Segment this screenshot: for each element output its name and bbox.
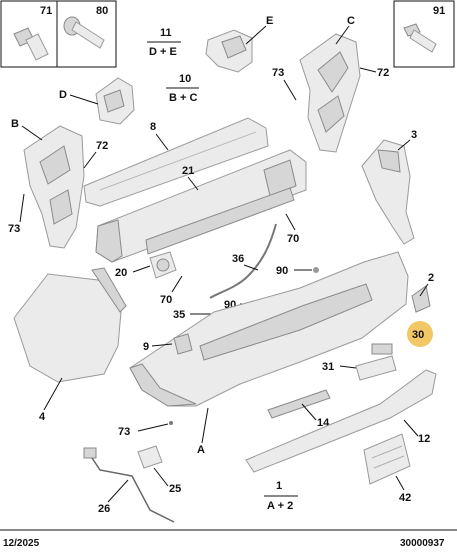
- box-label-91: 91: [433, 5, 445, 17]
- label-4: 4: [39, 411, 46, 423]
- label-C: C: [347, 15, 355, 27]
- label-72b: 72: [96, 140, 108, 152]
- molding-14-illustration: [267, 389, 331, 419]
- label-B: B: [11, 118, 19, 130]
- label-2: 2: [428, 272, 434, 284]
- beam-21-illustration: [95, 149, 307, 263]
- footer-ref: 30000937: [400, 538, 445, 549]
- bracket-b-illustration: [23, 125, 85, 249]
- part-31-illustration: [355, 355, 397, 381]
- bracket-2-illustration: [411, 285, 431, 313]
- part-25-illustration: [137, 445, 163, 469]
- clip-90-illustration: [313, 267, 319, 273]
- label-D: D: [59, 89, 67, 101]
- plate-42-illustration: [363, 433, 411, 485]
- clip-91-illustration: [403, 23, 437, 53]
- label-12: 12: [418, 433, 430, 445]
- highlight-30: [407, 321, 433, 347]
- bracket-e-illustration: [205, 29, 253, 73]
- label-21: 21: [182, 165, 194, 177]
- label-9: 9: [143, 341, 149, 353]
- label-E: E: [266, 15, 273, 27]
- box-label-80: 80: [96, 5, 108, 17]
- part-box-91: [393, 0, 455, 68]
- footer-date: 12/2025: [3, 538, 40, 549]
- part-30-illustration: [371, 343, 393, 355]
- sensor-20-illustration: [149, 251, 177, 279]
- label-73b: 73: [8, 223, 20, 235]
- box-label-71: 71: [40, 5, 52, 17]
- part-box-80: [56, 0, 117, 68]
- group-10-parts: B + C: [169, 92, 197, 104]
- screw-71-illustration: [13, 27, 49, 61]
- label-70b: 70: [160, 294, 172, 306]
- label-26: 26: [98, 503, 110, 515]
- group-1-number: 1: [276, 480, 282, 492]
- bumper-cover-a-illustration: [129, 251, 409, 407]
- label-3: 3: [411, 129, 417, 141]
- label-36: 36: [232, 253, 244, 265]
- label-70a: 70: [287, 233, 299, 245]
- group-11-parts: D + E: [149, 46, 177, 58]
- label-20: 20: [115, 267, 127, 279]
- harness-36-illustration: [209, 223, 277, 299]
- label-8: 8: [150, 121, 156, 133]
- label-72a: 72: [377, 67, 389, 79]
- molding-12-illustration: [245, 369, 437, 473]
- label-90a: 90: [276, 265, 288, 277]
- bolt-80-illustration: [63, 16, 105, 49]
- label-A: A: [197, 444, 205, 456]
- wire-26-illustration: [83, 447, 175, 523]
- label-35: 35: [173, 309, 185, 321]
- label-31: 31: [322, 361, 334, 373]
- group-1-parts: A + 2: [267, 500, 293, 512]
- bracket-3-illustration: [361, 139, 415, 245]
- label-73a: 73: [272, 67, 284, 79]
- label-73c: 73: [118, 426, 130, 438]
- bracket-c-illustration: [299, 33, 361, 153]
- label-25: 25: [169, 483, 181, 495]
- bracket-9-illustration: [173, 333, 193, 355]
- label-42: 42: [399, 492, 411, 504]
- group-11-number: 11: [160, 27, 172, 39]
- bracket-d-illustration: [95, 77, 135, 125]
- group-10-number: 10: [179, 73, 191, 85]
- corner-4-illustration: [13, 267, 127, 383]
- label-30: 30: [412, 329, 424, 341]
- absorber-8-illustration: [83, 117, 269, 207]
